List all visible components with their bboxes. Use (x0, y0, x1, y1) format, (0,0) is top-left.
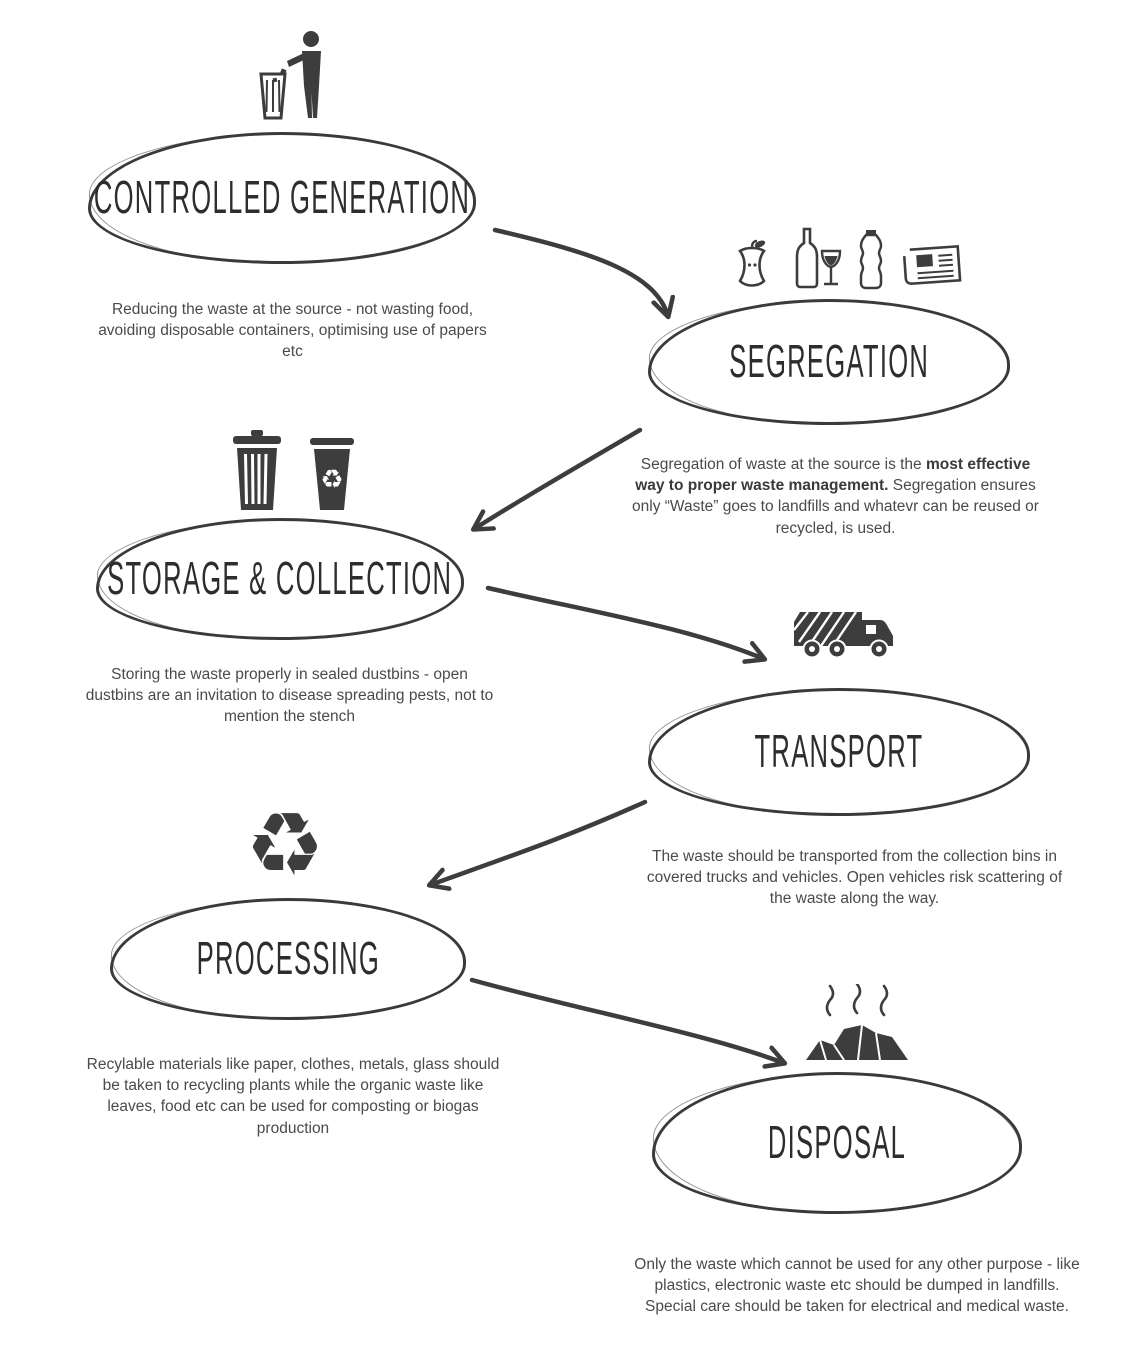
littering-person-icon (252, 28, 336, 120)
wine-bottle-and-glass-icon (790, 226, 842, 290)
storage-icons: ♻ (222, 428, 364, 512)
water-bottle-icon (858, 228, 884, 290)
step-description-disposal: Only the waste which cannot be used for … (634, 1255, 1080, 1316)
segregation-desc-bold: most effective way to proper waste manag… (635, 455, 1031, 494)
step-title-controlled-generation: CONTROLLED GENERATION (93, 172, 471, 223)
step-title-disposal: DISPOSAL (767, 1117, 907, 1168)
segregation-desc-pre: Segregation of waste at the source is th… (640, 455, 926, 473)
trash-can-icon (231, 430, 283, 512)
step-description-storage-and-collection: Storing the waste properly in sealed dus… (85, 665, 494, 726)
arrow-generation-to-segregation (492, 227, 668, 316)
step-description-segregation: Segregation of waste at the source is th… (628, 454, 1043, 540)
waste-pile-icon (798, 984, 916, 1064)
step-segregation: SEGREGATION (648, 299, 1010, 425)
arrow-storage-to-transport (485, 585, 764, 659)
garbage-truck-icon (792, 600, 902, 662)
recycling-symbol-icon: ♻ (245, 793, 325, 896)
step-processing: PROCESSING (110, 898, 466, 1020)
arrow-segregation-to-storage (474, 427, 643, 529)
svg-text:♻: ♻ (320, 465, 343, 495)
step-transport: TRANSPORT (648, 688, 1030, 816)
step-title-processing: PROCESSING (196, 933, 380, 984)
arrow-transport-to-processing (430, 799, 648, 885)
step-description-transport: The waste should be transported from the… (646, 847, 1063, 908)
step-description-controlled-generation: Reducing the waste at the source - not w… (98, 300, 487, 361)
newspaper-icon (900, 242, 970, 290)
apple-core-icon (730, 238, 774, 290)
step-description-processing: Recylable materials like paper, clothes,… (86, 1055, 500, 1137)
step-storage-and-collection: STORAGE & COLLECTION (96, 518, 464, 640)
step-controlled-generation: CONTROLLED GENERATION (88, 132, 476, 264)
segregation-icons (722, 222, 978, 290)
segregation-desc-post: Segregation ensures only “Waste” goes to… (632, 476, 1039, 537)
step-title-segregation: SEGREGATION (729, 336, 929, 387)
arrow-processing-to-disposal (469, 977, 784, 1063)
step-title-storage-and-collection: STORAGE & COLLECTION (107, 553, 453, 604)
step-disposal: DISPOSAL (652, 1072, 1022, 1214)
step-title-transport: TRANSPORT (754, 726, 924, 777)
recycle-bin-icon: ♻ (309, 436, 355, 512)
